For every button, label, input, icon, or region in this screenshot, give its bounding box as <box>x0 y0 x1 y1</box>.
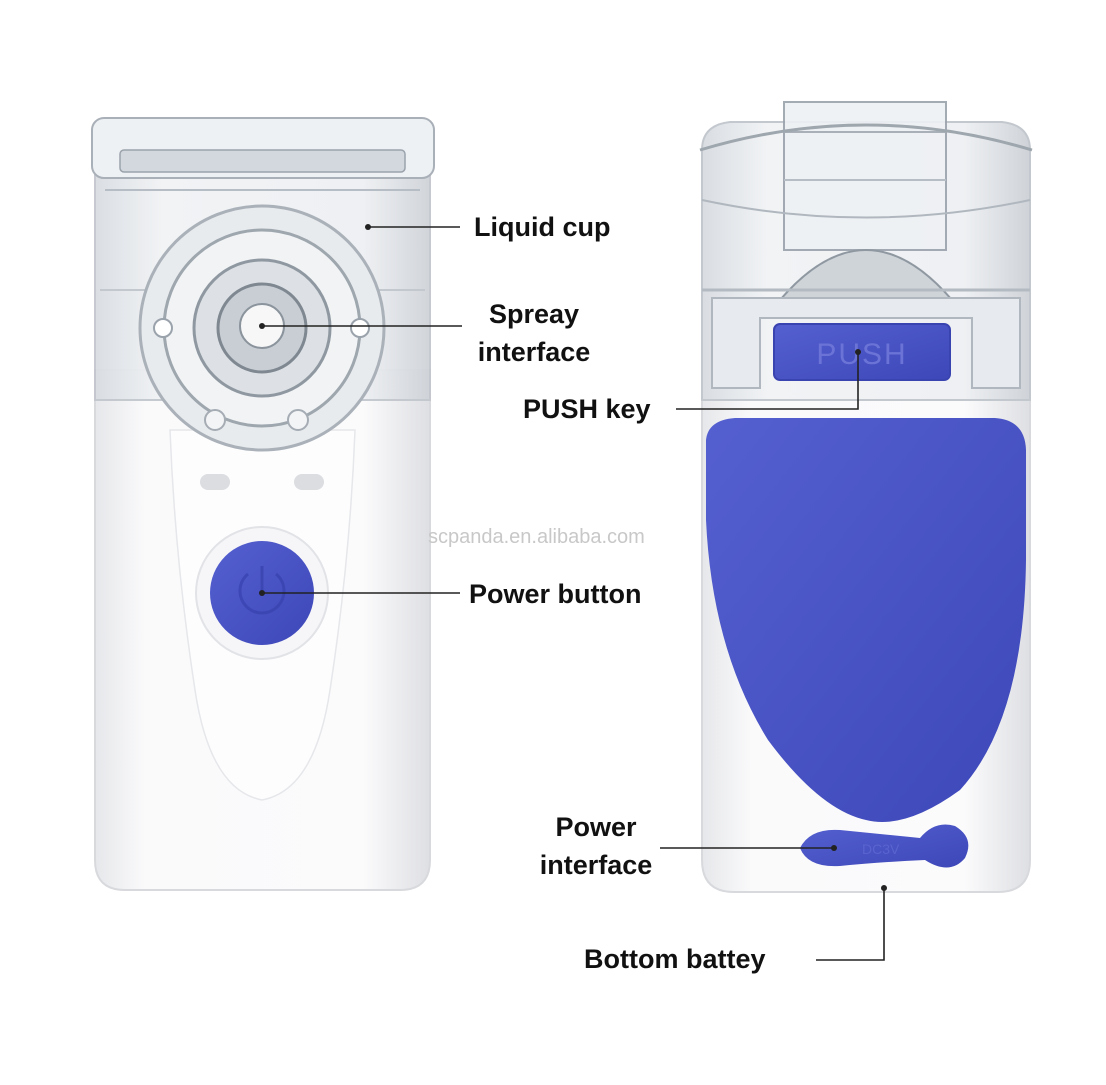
label-power-button: Power button <box>469 579 642 609</box>
dc-voltage-text: DC3V <box>862 841 900 857</box>
front-device <box>91 117 435 891</box>
led-indicator <box>294 474 324 490</box>
label-bottom-battery: Bottom battey <box>584 944 766 974</box>
label-power-interface-line2: interface <box>539 850 653 880</box>
label-push-key: PUSH key <box>523 394 651 424</box>
watermark: scpanda.en.alibaba.com <box>428 526 645 548</box>
back-device: PUSH DC3V <box>699 101 1033 893</box>
back-lid-flap <box>783 101 947 251</box>
back-blue-panel <box>706 418 1026 822</box>
power-icon <box>238 566 286 615</box>
push-key-text: PUSH <box>816 338 907 371</box>
led-indicator <box>200 474 230 490</box>
push-key[interactable] <box>773 323 951 381</box>
label-power-interface-line1: Power <box>555 812 637 842</box>
leader-push-key <box>676 352 859 410</box>
back-lower-frame <box>711 297 1021 389</box>
leader-bottom-battery <box>816 888 885 961</box>
label-liquid-cup: Liquid cup <box>474 212 611 242</box>
power-interface-port <box>800 824 969 868</box>
label-spray-interface-line2: interface <box>477 337 591 367</box>
leader-lines <box>259 224 887 961</box>
label-spray-interface-line1: Spreay <box>488 299 580 329</box>
